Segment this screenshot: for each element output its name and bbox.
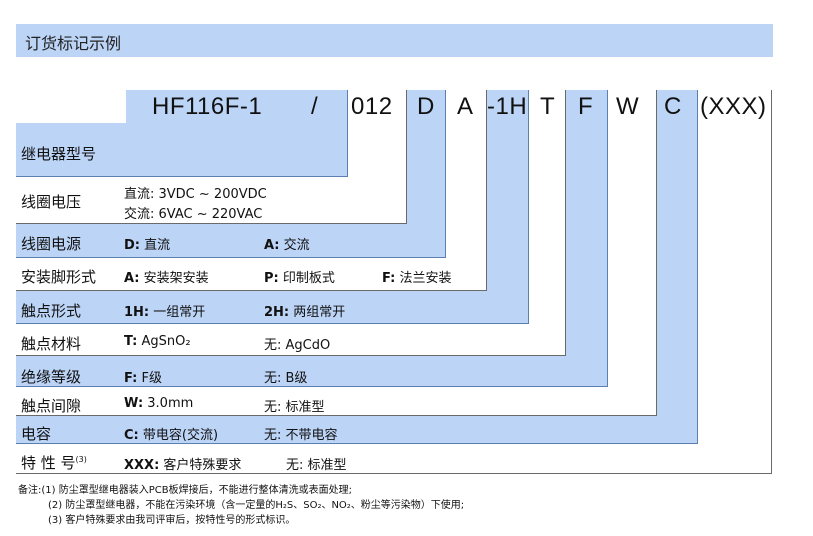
insulation-option-f: F: F级 — [124, 371, 162, 386]
code-source: D — [417, 93, 435, 120]
code-capacitor: C — [664, 93, 682, 120]
insulation-label: 绝缘等级 — [21, 368, 82, 386]
contact-form-option-1h: 1H: 一组常开 — [124, 305, 206, 320]
code-material: T — [540, 93, 556, 120]
source-label: 线圈电源 — [21, 235, 82, 253]
material-label: 触点材料 — [21, 335, 82, 353]
code-special: (XXX) — [700, 93, 767, 120]
note-2: (2) 防尘罩型继电器，不能在污染环境（含一定量的H₂S、SO₂、NO₂、粉尘等… — [48, 500, 465, 511]
insulation-option-none: 无: B级 — [264, 371, 308, 386]
special-option-none: 无: 标准型 — [286, 458, 347, 473]
capacitor-option-none: 无: 不带电容 — [264, 428, 338, 443]
contact-form-option-2h: 2H: 两组常开 — [264, 305, 346, 320]
contact-form-label: 触点形式 — [21, 302, 82, 320]
code-model: HF116F-1 — [152, 93, 263, 120]
code-insulation: F — [578, 93, 594, 120]
code-install: A — [457, 93, 474, 120]
page-title: 订货标记示例 — [25, 34, 122, 53]
special-label: 特 性 号(3) — [21, 454, 87, 472]
material-option-none: 无: AgCdO — [264, 338, 331, 353]
code-voltage: 012 — [351, 93, 393, 120]
install-option-f: F: 法兰安装 — [382, 271, 452, 286]
code-slash: / — [311, 93, 319, 120]
code-gap: W — [616, 93, 640, 120]
title-bar — [16, 24, 773, 57]
special-option-xxx: XXX: 客户特殊要求 — [124, 458, 242, 473]
note-1: 备注:(1) 防尘罩型继电器装入PCB板焊接后，不能进行整体清洗或表面处理; — [18, 485, 352, 496]
note-3: (3) 客户特殊要求由我司评审后，按特性号的形式标识。 — [48, 515, 296, 526]
model-label: 继电器型号 — [21, 145, 97, 163]
install-option-p: P: 印制板式 — [264, 271, 335, 286]
code-contact-form: -1H — [487, 93, 528, 120]
material-option-t: T: AgSnO₂ — [124, 334, 191, 349]
gap-option-w: W: 3.0mm — [124, 396, 194, 411]
voltage-label: 线圈电压 — [21, 193, 82, 211]
gap-option-none: 无: 标准型 — [264, 400, 325, 415]
voltage-ac: 交流: 6VAC ~ 220VAC — [124, 207, 263, 222]
capacitor-label: 电容 — [21, 425, 52, 443]
capacitor-option-c: C: 带电容(交流) — [124, 428, 219, 443]
voltage-dc: 直流: 3VDC ~ 200VDC — [124, 187, 267, 202]
source-option-d: D: 直流 — [124, 238, 171, 253]
install-option-a: A: 安装架安装 — [124, 271, 209, 286]
model-notch — [16, 90, 126, 123]
gap-label: 触点间隙 — [21, 397, 82, 415]
install-label: 安装脚形式 — [21, 268, 97, 286]
source-option-a: A: 交流 — [264, 238, 310, 253]
